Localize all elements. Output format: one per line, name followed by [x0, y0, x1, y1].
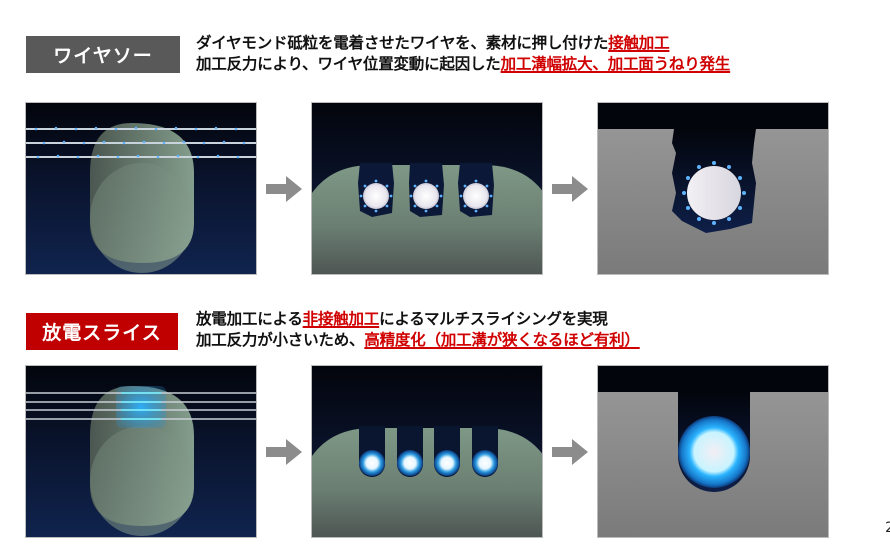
wire-saw-description: ダイヤモンド砥粒を電着させたワイヤを、素材に押し付けた接触加工 加工反力により、… [196, 33, 730, 75]
edm-desc-line2: 加工反力が小さいため、高精度化（加工溝が狭くなるほど有利） [196, 331, 640, 349]
arrow-right-icon [552, 176, 588, 202]
arrow-right-icon [266, 176, 302, 202]
edm-slice-description: 放電加工による非接触加工によるマルチスライシングを実現 加工反力が小さいため、高… [196, 309, 640, 351]
high-precision-highlight: 高精度化（加工溝が狭くなるほど有利） [364, 331, 640, 349]
edm-before-illustration [26, 366, 256, 537]
edm-slice-label-text: 放電スライス [42, 322, 162, 344]
kerf-widening-highlight: 加工溝幅拡大、加工面うねり発生 [500, 55, 731, 73]
wire-saw-label: ワイヤソー [26, 36, 180, 73]
edm-cutting-illustration [312, 366, 542, 537]
edm-closeup-panel [597, 365, 829, 538]
edm-slice-label: 放電スライス [26, 313, 178, 350]
edm-cutting-panel [311, 365, 543, 538]
edm-desc-line1: 放電加工による非接触加工によるマルチスライシングを実現 [196, 310, 608, 328]
wire-saw-desc-line1: ダイヤモンド砥粒を電着させたワイヤを、素材に押し付けた接触加工 [196, 34, 670, 52]
edm-closeup-illustration [598, 366, 828, 537]
wire-saw-closeup-panel [597, 102, 829, 275]
page-number: 2 [885, 520, 890, 536]
non-contact-machining-highlight: 非接触加工 [302, 310, 380, 328]
contact-machining-highlight: 接触加工 [608, 34, 670, 52]
arrow-right-icon [552, 439, 588, 465]
wire-saw-before-panel [25, 102, 257, 275]
wire-saw-cutting-illustration [312, 103, 542, 274]
wire-saw-cutting-panel [311, 102, 543, 275]
wire-saw-before-illustration [26, 103, 256, 274]
wire-saw-label-text: ワイヤソー [53, 45, 153, 67]
edm-before-panel [25, 365, 257, 538]
wire-saw-desc-line2: 加工反力により、ワイヤ位置変動に起因した加工溝幅拡大、加工面うねり発生 [196, 55, 731, 73]
arrow-right-icon [266, 439, 302, 465]
wire-saw-closeup-illustration [598, 103, 828, 274]
